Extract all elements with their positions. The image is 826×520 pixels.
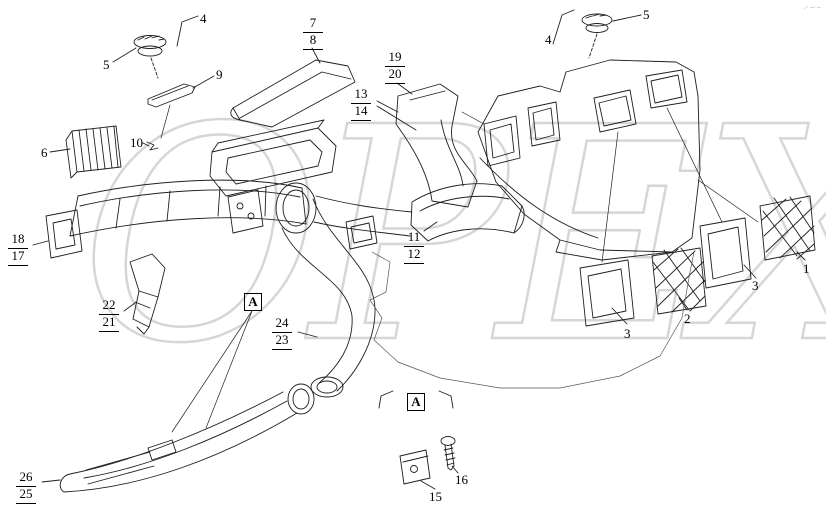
duct-7-8 <box>230 59 356 128</box>
watermark-text: OPEX <box>80 64 826 408</box>
leader-22-21 <box>123 302 136 312</box>
part-cap-right <box>581 13 613 33</box>
leader-13-14 <box>376 100 417 131</box>
frame-3-right <box>699 217 752 289</box>
construction-line-right <box>588 33 598 59</box>
leader-11-12 <box>423 221 438 232</box>
leader-16 <box>451 465 459 474</box>
duct-11-12 <box>410 183 525 242</box>
explosion-line-9 <box>160 104 171 139</box>
part-cap-left <box>133 35 167 57</box>
floor-duct-26-25 <box>59 383 315 493</box>
bracket-a-right <box>438 390 454 409</box>
vent-2 <box>651 247 707 315</box>
explosion-line-1 <box>697 179 759 223</box>
leader-6 <box>49 148 71 153</box>
construction-line-left <box>150 57 159 79</box>
leader-24-23 <box>297 331 318 338</box>
bracket-plate <box>227 189 264 234</box>
explosion-line-ducts <box>461 111 485 125</box>
leader-2 <box>678 297 688 311</box>
part-16-screw <box>440 436 456 471</box>
a-mid-lines <box>171 310 253 433</box>
vent-1 <box>759 195 816 261</box>
leader-7-8 <box>311 47 321 64</box>
dash-panel <box>477 59 701 261</box>
part-18-17 <box>45 209 83 259</box>
hose-24-23 <box>275 182 376 398</box>
leader-5-right <box>612 14 642 22</box>
bracket-4-right <box>552 9 575 45</box>
bracket-a-left <box>378 390 394 409</box>
leader-3-left <box>611 307 628 325</box>
part-15 <box>399 449 431 485</box>
center-vent-housing <box>209 119 337 197</box>
duct-19-20 <box>395 83 478 208</box>
corner-mark <box>803 5 822 10</box>
leader-5-left <box>112 47 137 63</box>
leader-3-right <box>743 264 757 279</box>
part-9 <box>147 83 196 108</box>
part-6-grille <box>65 125 122 179</box>
left-duct <box>69 179 413 237</box>
leader-1 <box>796 251 806 261</box>
lower-dash-outline <box>369 251 695 389</box>
part-22-21 <box>129 253 166 335</box>
leader-26-25 <box>41 479 61 483</box>
leader-9 <box>192 75 215 89</box>
leader-15 <box>420 480 436 490</box>
part-10 <box>146 141 159 151</box>
leader-18-17 <box>32 240 49 246</box>
bracket-4-left <box>176 15 199 47</box>
leader-10 <box>142 142 150 147</box>
explosion-line-3-right <box>666 107 723 223</box>
frame-3-left <box>579 259 635 327</box>
leader-19-20 <box>396 82 413 95</box>
explosion-line-3-left <box>601 131 619 263</box>
small-frame <box>345 215 378 250</box>
